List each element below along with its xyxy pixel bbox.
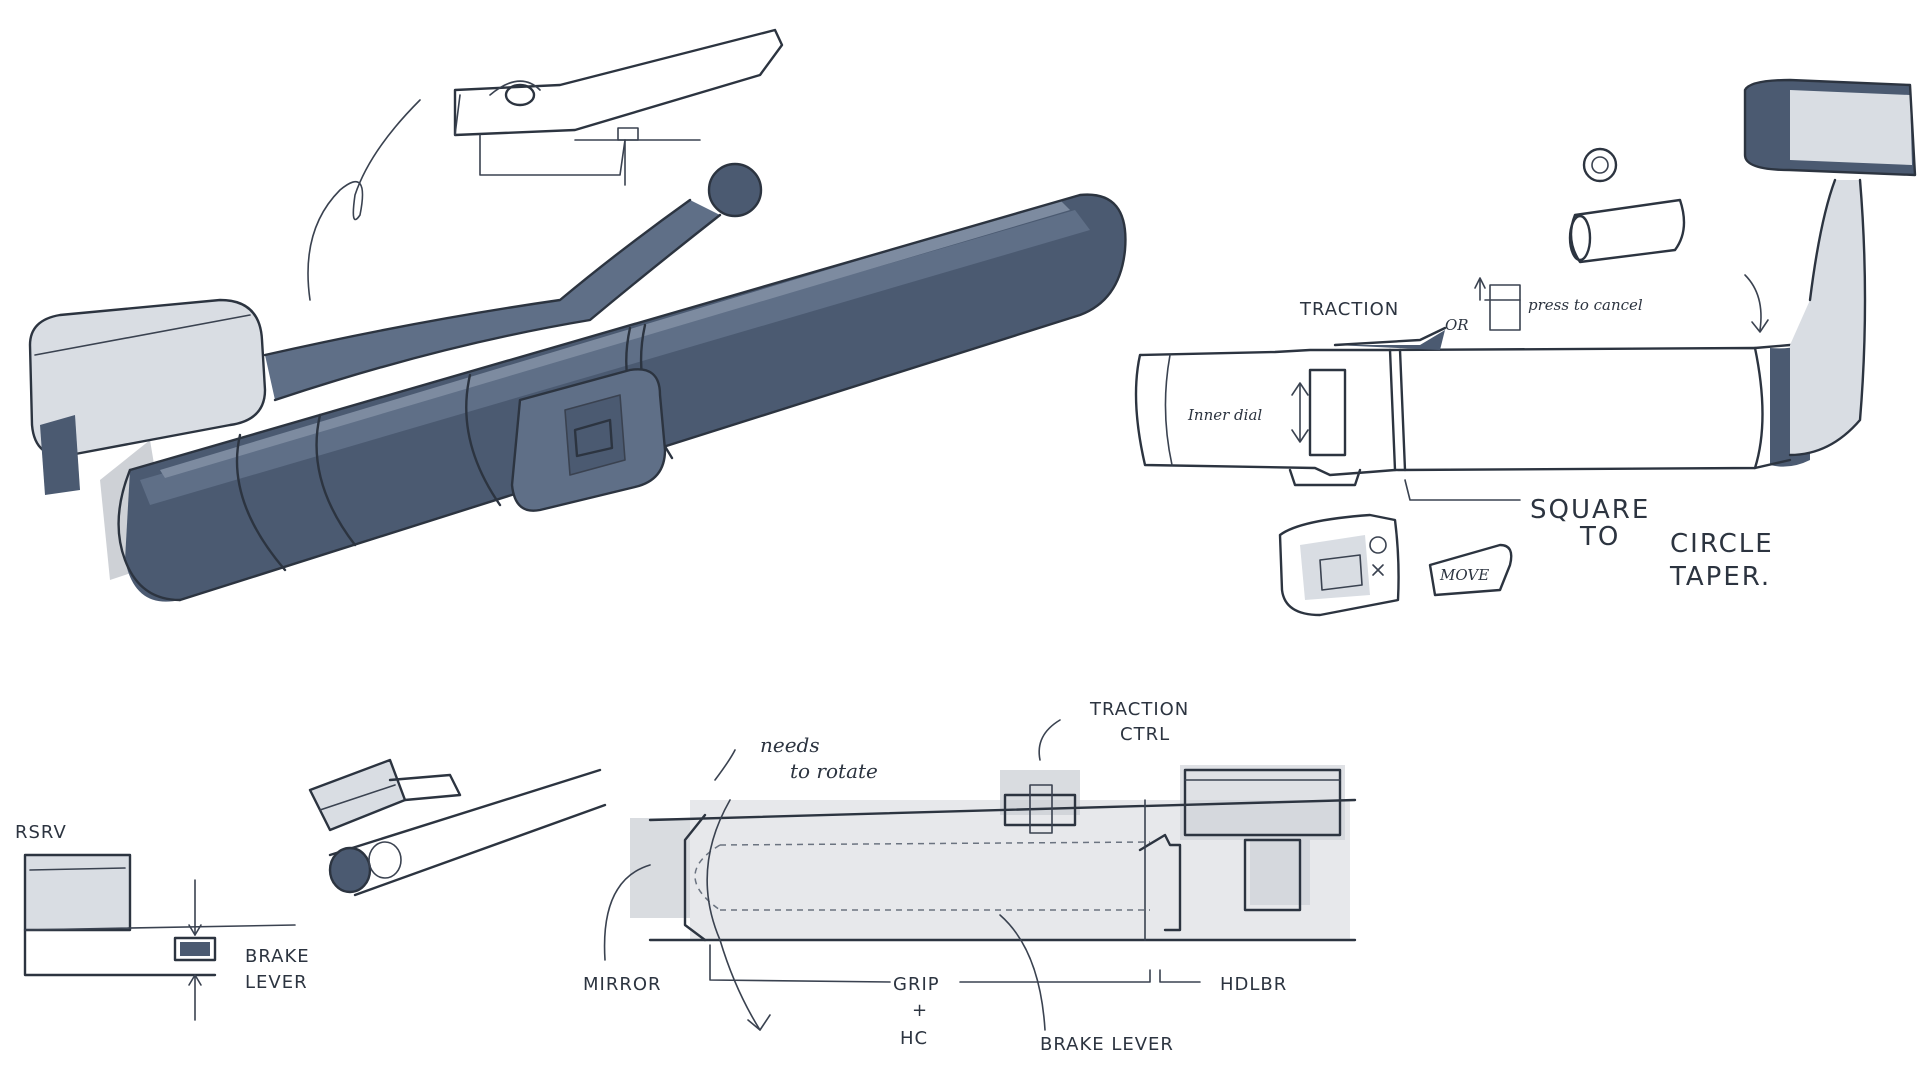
label-circle: CIRCLE [1670, 529, 1774, 559]
label-lever-left: LEVER [245, 972, 308, 993]
label-brake-lever-bottom: BRAKE LEVER [1040, 1034, 1174, 1055]
label-or: OR [1445, 316, 1469, 334]
right-tube-detail [1134, 78, 1917, 617]
label-plus: + [912, 1000, 928, 1021]
label-square: SQUARE [1530, 495, 1650, 525]
label-brake-left: BRAKE [245, 946, 310, 967]
label-traction-top: TRACTION [1299, 299, 1399, 320]
label-ctrl: CTRL [1120, 724, 1170, 745]
top-down-layout-sketch [603, 719, 1357, 1031]
label-to: TO [1579, 522, 1620, 552]
label-mirror: MIRROR [583, 974, 662, 995]
lever-detail-sketch [453, 28, 784, 186]
label-hc: HC [900, 1028, 928, 1049]
label-rsrv: RSRV [15, 822, 67, 843]
main-grip-sketch [28, 99, 1127, 602]
label-press-to-cancel: press to cancel [1528, 296, 1643, 314]
label-move: MOVE [1439, 566, 1489, 584]
small-perspective-sketch [308, 758, 607, 897]
label-traction-ctrl: TRACTION [1089, 699, 1189, 720]
label-grip: GRIP [893, 974, 940, 995]
side-view-sketch [23, 853, 296, 1021]
label-taper: TAPER. [1669, 562, 1771, 592]
label-to-rotate: to rotate [790, 759, 878, 783]
label-inner-dial: Inner dial [1187, 406, 1262, 424]
label-hdlbr: HDLBR [1220, 974, 1287, 995]
label-needs: needs [760, 733, 820, 757]
